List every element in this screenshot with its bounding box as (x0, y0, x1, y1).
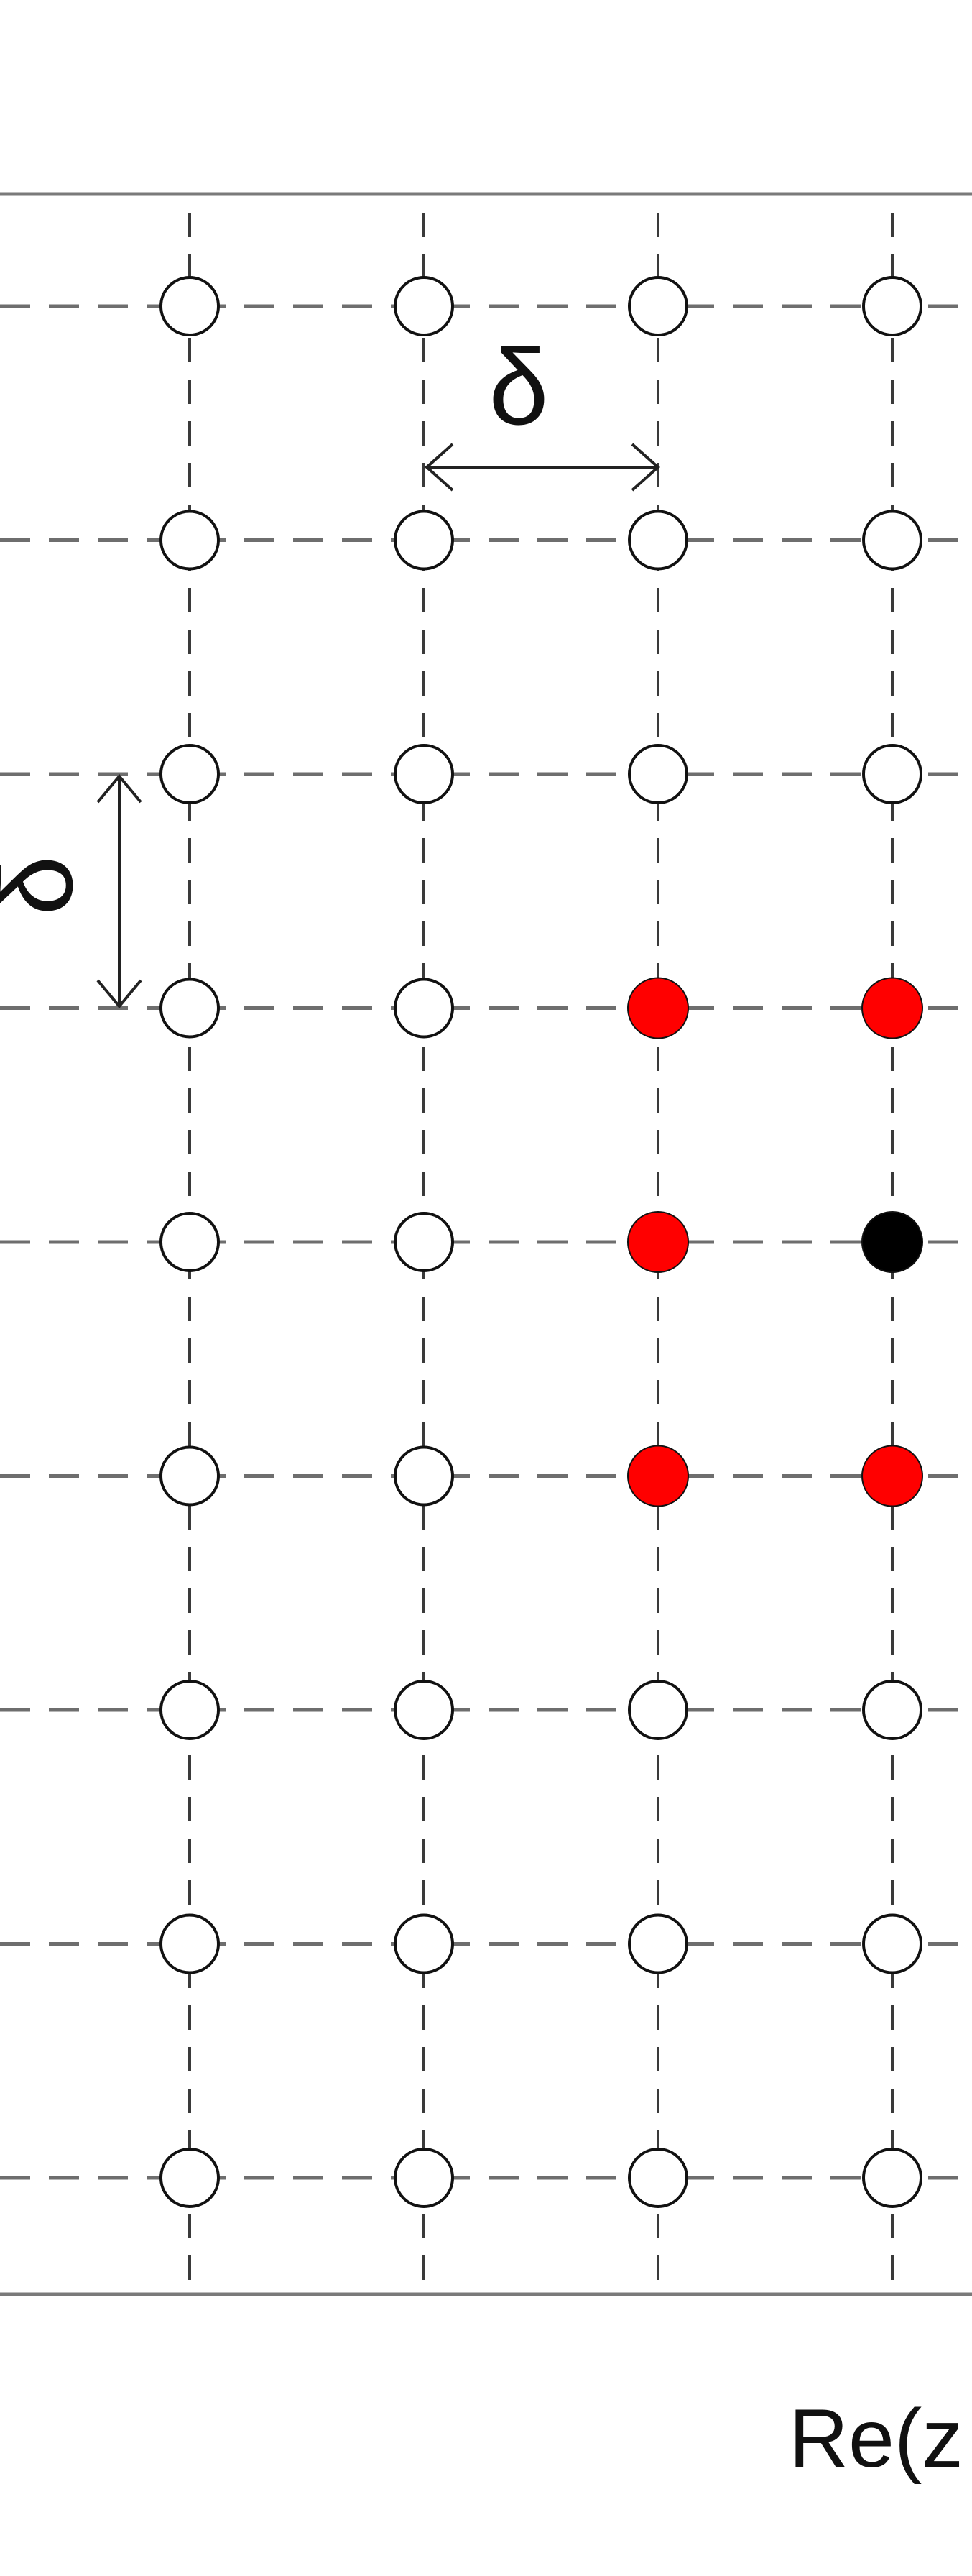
open-lattice-point (394, 1445, 454, 1506)
open-lattice-point (862, 744, 922, 804)
open-lattice-point (394, 2148, 454, 2208)
open-lattice-point (159, 510, 220, 571)
vertical-spacing-arrow (96, 773, 142, 1009)
open-lattice-point (159, 1913, 220, 1974)
open-lattice-point (628, 510, 688, 571)
open-lattice-point (628, 276, 688, 336)
open-lattice-point (159, 2148, 220, 2208)
red-lattice-point (627, 1211, 689, 1273)
open-lattice-point (394, 276, 454, 336)
red-lattice-point (627, 977, 689, 1039)
open-lattice-point (394, 978, 454, 1039)
horizontal-spacing-arrow (424, 443, 661, 492)
open-lattice-point (394, 510, 454, 571)
vertical-delta-label: δ (0, 855, 95, 916)
open-lattice-point (159, 1680, 220, 1740)
open-lattice-point (394, 1680, 454, 1740)
lattice-points (159, 276, 923, 2208)
open-lattice-point (159, 1445, 220, 1506)
open-lattice-point (628, 744, 688, 804)
open-lattice-point (628, 2148, 688, 2208)
open-lattice-point (862, 1913, 922, 1974)
open-lattice-point (628, 1913, 688, 1974)
red-lattice-point (861, 977, 923, 1039)
open-lattice-point (159, 744, 220, 804)
open-lattice-point (159, 1212, 220, 1272)
open-lattice-point (862, 276, 922, 336)
open-lattice-point (862, 1680, 922, 1740)
red-lattice-point (861, 1445, 923, 1507)
black-lattice-point (861, 1211, 923, 1273)
open-lattice-point (862, 510, 922, 571)
grid-lines (0, 213, 972, 2294)
open-lattice-point (394, 1212, 454, 1272)
open-lattice-point (394, 744, 454, 804)
open-lattice-point (159, 978, 220, 1039)
open-lattice-point (628, 1680, 688, 1740)
axis-label: Re(z (789, 2393, 963, 2485)
horizontal-delta-label: δ (489, 326, 549, 447)
red-lattice-point (627, 1445, 689, 1507)
open-lattice-point (159, 276, 220, 336)
open-lattice-point (394, 1913, 454, 1974)
open-lattice-point (862, 2148, 922, 2208)
